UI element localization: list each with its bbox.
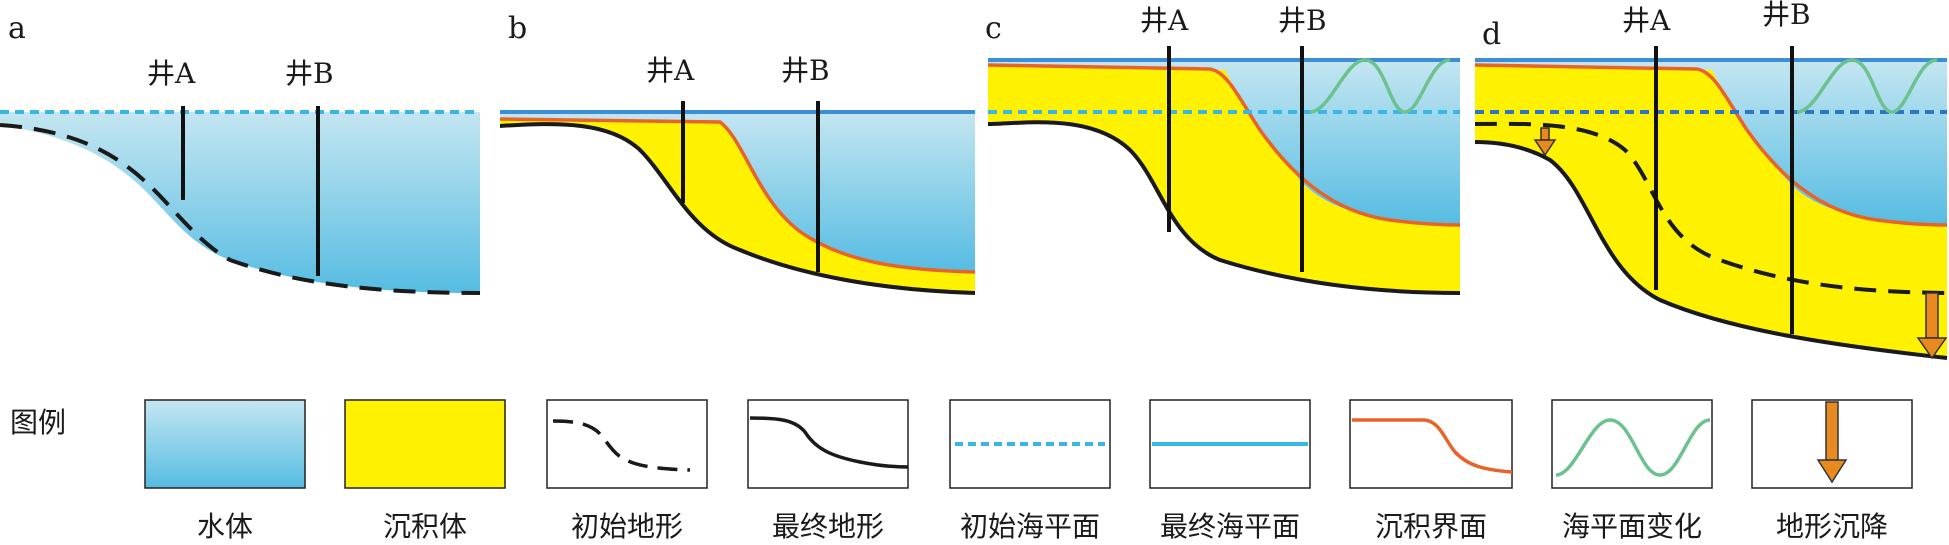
- panel-a: a 井A 井B: [0, 11, 481, 295]
- legend-label-final-topography: 最终地形: [772, 510, 884, 543]
- sea-level-change: [1309, 58, 1451, 114]
- legend-item-sediment-body: 沉积体: [344, 399, 506, 543]
- final-topography: [499, 122, 976, 295]
- final-topography: [1474, 140, 1948, 360]
- legend-label-water-body: 水体: [197, 510, 253, 543]
- depositional-surface: [987, 63, 1461, 227]
- legend-item-depositional-surface: 沉积界面: [1349, 399, 1513, 543]
- legend-label-final-sea-level: 最终海平面: [1160, 510, 1300, 543]
- final-topography-solid-line-icon: [749, 416, 909, 469]
- legend-item-sea-level-change: 海平面变化: [1551, 399, 1713, 543]
- water-body-swatch-icon: [144, 399, 306, 489]
- well-b-label: 井B: [781, 54, 830, 87]
- panel-letter-b: b: [508, 11, 527, 46]
- panel-letter-d: d: [1482, 17, 1501, 52]
- well-b-label: 井B: [1278, 4, 1327, 37]
- legend-title: 图例: [10, 406, 66, 439]
- panel-d: d 井A 井B: [1474, 0, 1948, 360]
- depositional-surface: [499, 117, 976, 274]
- well-b-label: 井B: [285, 57, 334, 90]
- panel-letter-a: a: [8, 11, 26, 46]
- water-body: [988, 60, 1460, 225]
- legend-item-final-topography: 最终地形: [747, 399, 909, 543]
- well-b-label: 井B: [1762, 0, 1811, 31]
- subsidence-arrow-icon: [1816, 401, 1848, 484]
- legend: 图例 水体 沉积体 初始地形 最终地形 初始海平面: [10, 399, 1913, 543]
- initial-topography: [1474, 121, 1948, 295]
- water-body: [1475, 60, 1947, 225]
- legend-label-sea-level-change: 海平面变化: [1562, 510, 1702, 543]
- well-a-label: 井A: [646, 54, 695, 87]
- legend-label-depositional-surface: 沉积界面: [1375, 510, 1487, 543]
- legend-item-water-body: 水体: [144, 399, 306, 543]
- sediment-body-swatch-icon: [344, 399, 506, 489]
- sediment-body: [500, 119, 975, 293]
- panel-letter-c: c: [985, 11, 1002, 46]
- water-body: [500, 112, 975, 272]
- water-body: [0, 112, 480, 293]
- legend-label-initial-topography: 初始地形: [571, 510, 683, 543]
- legend-item-subsidence: 地形沉降: [1751, 399, 1913, 543]
- well-a-label: 井A: [1140, 4, 1189, 37]
- sea-level-change-wave-icon: [1555, 418, 1711, 477]
- panel-c: c 井A 井B: [985, 4, 1461, 295]
- legend-label-sediment-body: 沉积体: [383, 510, 467, 543]
- initial-topography: [0, 123, 481, 295]
- depositional-surface-line-icon: [1352, 418, 1513, 474]
- subsidence-arrow-icon: [1916, 292, 1948, 360]
- legend-label-initial-sea-level: 初始海平面: [960, 510, 1100, 543]
- legend-item-initial-sea-level: 初始海平面: [949, 399, 1111, 543]
- legend-label-subsidence: 地形沉降: [1776, 510, 1888, 543]
- legend-item-initial-topography: 初始地形: [546, 399, 708, 543]
- sea-level-change: [1796, 58, 1938, 114]
- final-topography: [987, 120, 1461, 295]
- sediment-body: [988, 65, 1460, 293]
- legend-item-final-sea-level: 最终海平面: [1149, 399, 1311, 543]
- panel-b: b 井A 井B: [499, 11, 976, 295]
- well-a-label: 井A: [1622, 4, 1671, 37]
- well-a-label: 井A: [147, 57, 196, 90]
- subsidence-arrow-icon: [1533, 127, 1557, 157]
